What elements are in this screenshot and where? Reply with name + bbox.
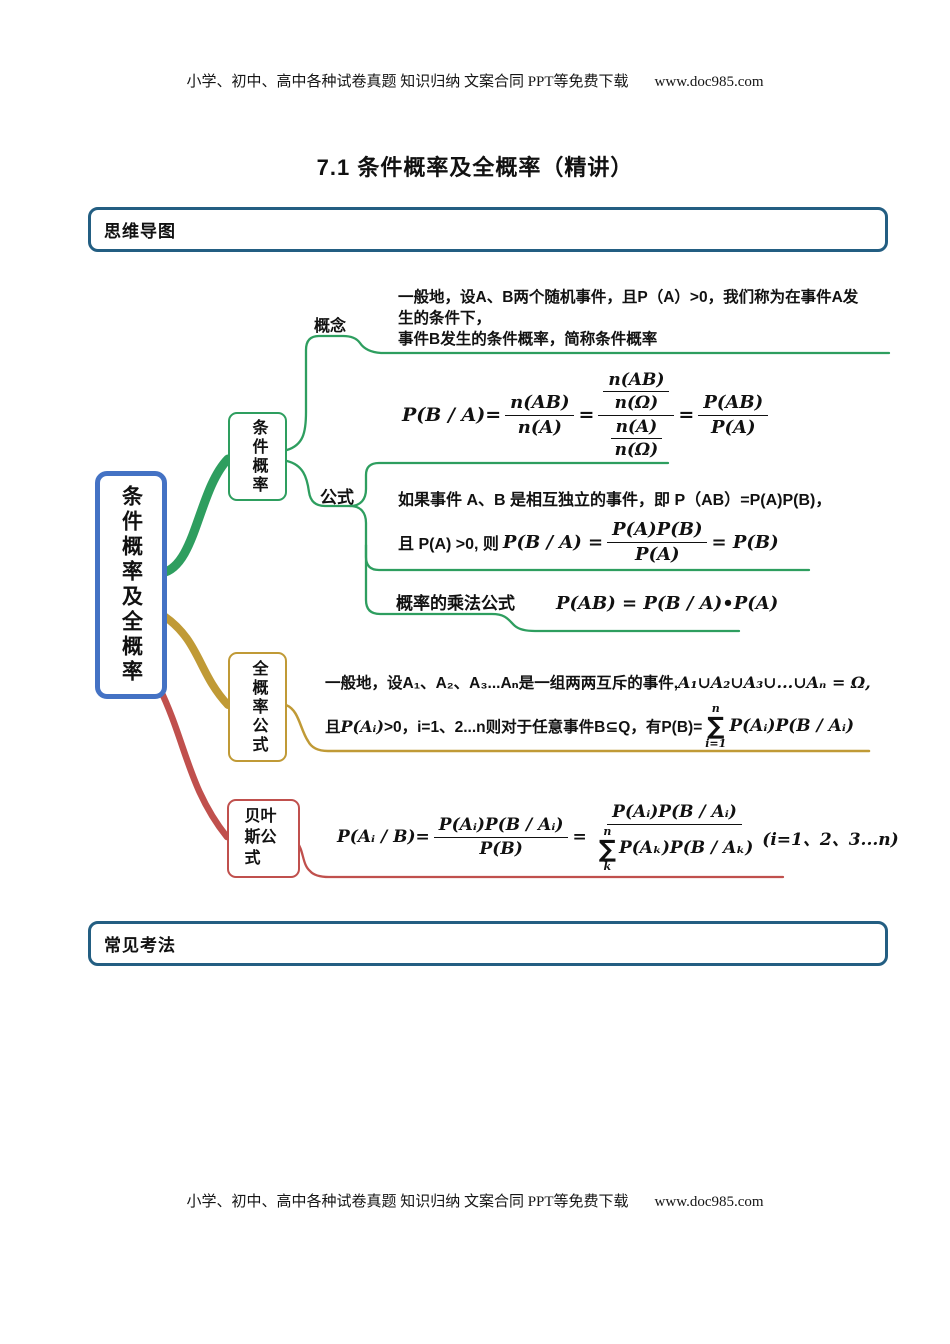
node-total-probability: 全概率公式 — [228, 652, 287, 762]
total-line2-zh1: 且 — [325, 719, 341, 736]
concept-text: 一般地，设A、B两个随机事件，且P（A）>0，我们称为在事件A发 生的条件下， … — [398, 287, 858, 350]
independence-math-rhs: = P(B) — [711, 531, 779, 553]
pba-frac2-num: P(AB) — [698, 392, 769, 416]
total-line2-math2: P(Aᵢ)P(B / Aᵢ) — [729, 716, 854, 736]
header-text: 小学、初中、高中各种试卷真题 知识归纳 文案合同 PPT等免费下载 — [186, 74, 629, 90]
bayes-eq: = — [572, 827, 587, 847]
section-mindmap-label: 思维导图 — [104, 222, 176, 241]
bayes-frac1-den: P(B) — [479, 838, 523, 859]
page-title: 7.1 条件概率及全概率（精讲） — [316, 155, 634, 180]
node-bayes-label: 贝叶斯公式 — [244, 808, 277, 867]
independence-text-line2: 且 P(A) >0, 则 P(B / A) = P(A)P(B) P(A) = … — [398, 519, 779, 565]
bayes-tail: (i=1、2、3...n) — [762, 829, 899, 850]
sigma-icon: ∑ — [598, 834, 616, 863]
bayes-frac2-den: n ∑ k P(Aₖ)P(B / Aₖ) — [591, 825, 759, 872]
independence-text-line1: 如果事件 A、B 是相互独立的事件，即 P（AB）=P(A)P(B)， — [398, 492, 832, 509]
pba-inner-top-den: n(Ω) — [614, 393, 659, 414]
pba-inner-bottom-num: n(A) — [610, 417, 663, 439]
pba-inner-bottom-den: n(Ω) — [614, 439, 659, 460]
independence-frac-den: P(A) — [635, 543, 680, 565]
pba-inner-top-num: n(AB) — [603, 370, 670, 393]
sigma-icon: ∑ — [707, 712, 725, 740]
section-exam-label: 常见考法 — [104, 936, 176, 955]
pba-eq1: = — [485, 404, 502, 426]
bayes-sum-upper: n — [603, 824, 612, 838]
node-bayes-formula: 贝叶斯公式 — [227, 799, 300, 878]
formula-bayes: P(Aᵢ / B)= P(Aᵢ)P(B / Aᵢ) P(B) = P(Aᵢ)P(… — [337, 799, 899, 875]
pba-frac2-den: P(A) — [710, 416, 756, 438]
page-header: 小学、初中、高中各种试卷真题 知识归纳 文案合同 PPT等免费下载 www.doc… — [0, 70, 950, 91]
label-concept: 概念 — [314, 318, 347, 335]
node-conditional-label: 条件概率 — [249, 418, 267, 495]
pba-frac1: n(AB) n(A) — [505, 392, 575, 438]
total-line1-zh: 一般地，设A₁、A₂、A₃...Aₙ是一组两两互斥的事件, — [325, 675, 679, 692]
header-site-link[interactable]: www.doc985.com — [654, 74, 764, 90]
total-sum-operator: n ∑ i=1 — [705, 703, 726, 749]
concept-text-line2: 生的条件下， — [398, 310, 492, 327]
section-exam-header: 常见考法 — [88, 921, 888, 966]
root-node-label: 条件概率及全概率 — [119, 485, 143, 685]
page-footer: 小学、初中、高中各种试卷真题 知识归纳 文案合同 PPT等免费下载 www.doc… — [0, 1190, 950, 1211]
pba-bigfrac-den: n(A) n(Ω) — [605, 416, 669, 461]
pba-bigfrac: n(AB) n(Ω) n(A) n(Ω) — [598, 370, 675, 461]
bayes-lhs: P(Aᵢ / B)= — [337, 827, 430, 847]
total-line2-zh2: >0，i=1、2...n则对于任意事件B⊆Q，有P(B)= — [383, 719, 703, 736]
concept-text-line3: 事件B发生的条件概率，简称条件概率 — [398, 331, 658, 348]
total-line1-math: A₁∪A₂∪A₃∪...∪Aₙ = Ω, — [678, 672, 871, 692]
node-total-label: 全概率公式 — [249, 659, 267, 755]
label-multiplication-rule: 概率的乘法公式 — [396, 594, 515, 613]
label-formula: 公式 — [320, 488, 354, 507]
pba-inner-frac-top: n(AB) n(Ω) — [603, 370, 670, 414]
total-sum-upper: n — [711, 702, 720, 715]
total-probability-line2: 且 P(Aᵢ) >0，i=1、2...n则对于任意事件B⊆Q，有P(B)= n … — [325, 702, 854, 750]
formula-multiplication-rule: P(AB) = P(B / A)•P(A) — [556, 593, 779, 614]
branch-total-curve — [160, 612, 232, 709]
branch-bayes-curve — [155, 683, 231, 841]
bayes-frac1: P(Aᵢ)P(B / Aᵢ) P(B) — [433, 815, 569, 859]
independence-line2-prefix: 且 P(A) >0, 则 — [398, 536, 499, 553]
independence-math-frac: P(A)P(B) P(A) — [607, 519, 708, 565]
pba-eq3: = — [678, 404, 695, 426]
pba-frac1-den: n(A) — [517, 416, 562, 438]
independence-math-lhs: P(B / A) = — [502, 531, 604, 553]
pba-frac2: P(AB) P(A) — [698, 392, 769, 438]
total-line2-math1: P(Aᵢ) — [340, 716, 384, 736]
bayes-frac2: P(Aᵢ)P(B / Aᵢ) n ∑ k P(Aₖ)P(B / Aₖ) — [591, 802, 759, 871]
bayes-sum-operator: n ∑ k — [599, 826, 616, 872]
total-probability-line1: 一般地，设A₁、A₂、A₃...Aₙ是一组两两互斥的事件, A₁∪A₂∪A₃∪.… — [325, 671, 871, 693]
pba-inner-frac-bottom: n(A) n(Ω) — [610, 417, 664, 461]
section-mindmap-header: 思维导图 — [88, 207, 888, 252]
pba-frac1-num: n(AB) — [505, 392, 575, 416]
footer-text: 小学、初中、高中各种试卷真题 知识归纳 文案合同 PPT等免费下载 — [186, 1194, 629, 1210]
node-conditional-probability: 条件概率 — [228, 412, 287, 501]
bayes-sum-lower: k — [603, 859, 612, 873]
bayes-frac1-num: P(Aᵢ)P(B / Aᵢ) — [433, 815, 569, 838]
concept-text-line1: 一般地，设A、B两个随机事件，且P（A）>0，我们称为在事件A发 — [398, 289, 859, 306]
footer-site-link[interactable]: www.doc985.com — [654, 1194, 764, 1210]
total-sum-lower: i=1 — [705, 737, 727, 750]
branch-conditional-curve — [157, 454, 233, 578]
pba-eq2: = — [578, 404, 595, 426]
pba-lhs: P(B / A) — [402, 404, 486, 426]
bayes-frac2-num: P(Aᵢ)P(B / Aᵢ) — [607, 802, 742, 825]
mindmap-root-node: 条件概率及全概率 — [95, 471, 167, 699]
pba-bigfrac-num: n(AB) n(Ω) — [598, 370, 675, 416]
formula-conditional-definition: P(B / A) = n(AB) n(A) = n(AB) n(Ω) n(A) … — [402, 370, 772, 460]
independence-frac-num: P(A)P(B) — [607, 519, 708, 543]
bayes-sum-terms: P(Aₖ)P(B / Aₖ) — [618, 838, 754, 859]
